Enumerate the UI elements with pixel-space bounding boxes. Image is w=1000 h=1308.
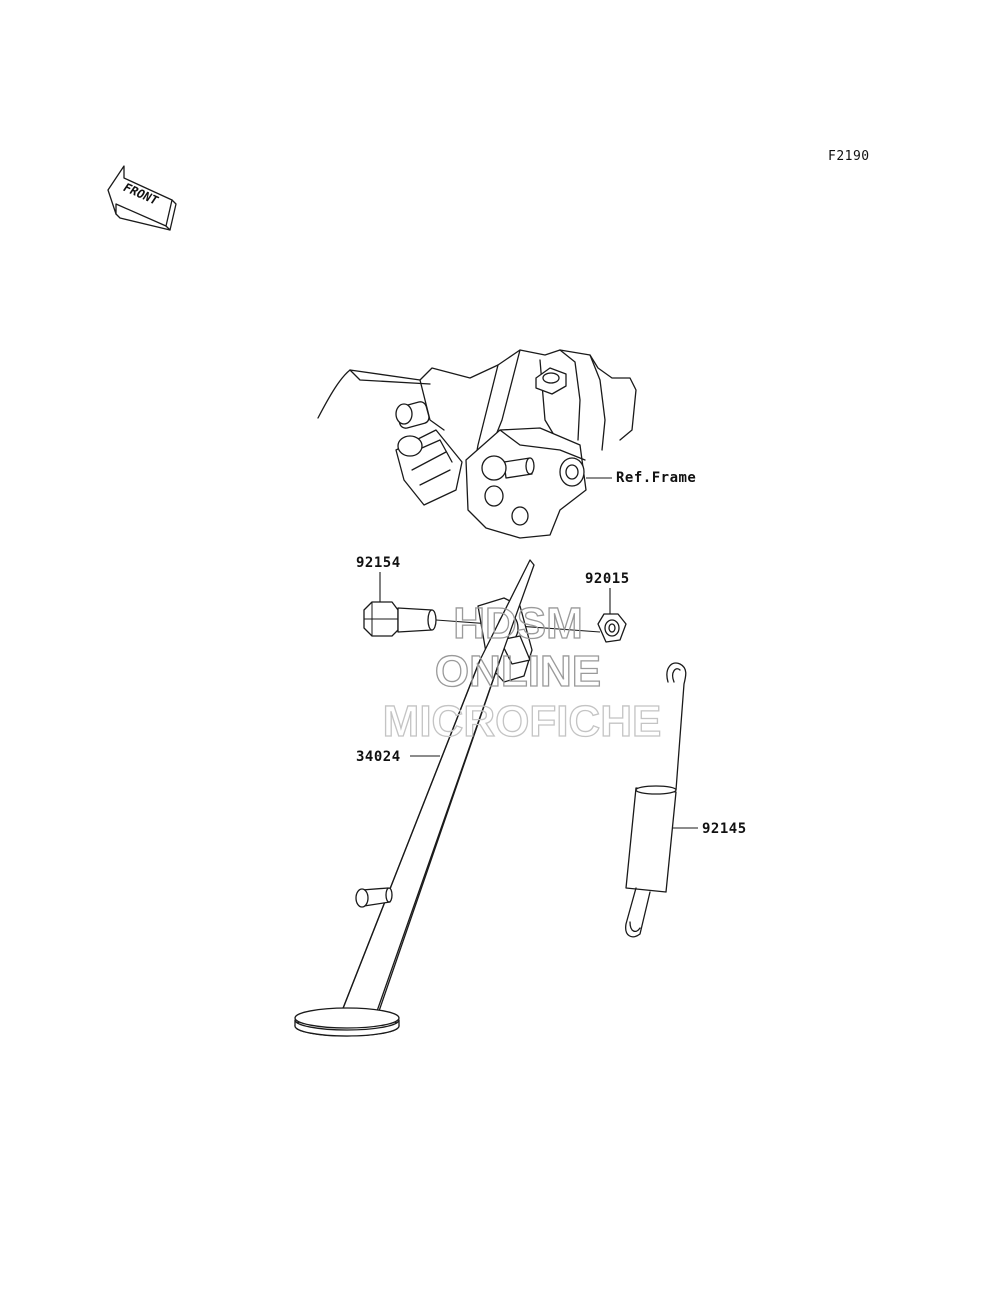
nut-92015	[597, 613, 627, 643]
bolt-92154	[363, 601, 437, 637]
nut-part-number: 92015	[585, 571, 630, 587]
watermark-line2: ONLINE	[435, 647, 601, 696]
watermark-line1: HDSM	[453, 599, 583, 648]
side-stand-34024	[294, 559, 535, 1037]
spring-92145	[625, 662, 687, 938]
frame-assembly	[317, 349, 637, 539]
stand-part-number: 34024	[356, 749, 401, 765]
watermark: HDSM ONLINE MICROFICHE	[382, 598, 662, 746]
watermark-line3: MICROFICHE	[383, 697, 662, 746]
bolt-part-number: 92154	[356, 555, 401, 571]
front-direction-arrow-icon: FRONT	[107, 165, 177, 231]
spring-part-number: 92145	[702, 821, 747, 837]
ref-frame-label: Ref.Frame	[616, 470, 696, 486]
figure-code: F2190	[828, 149, 870, 164]
